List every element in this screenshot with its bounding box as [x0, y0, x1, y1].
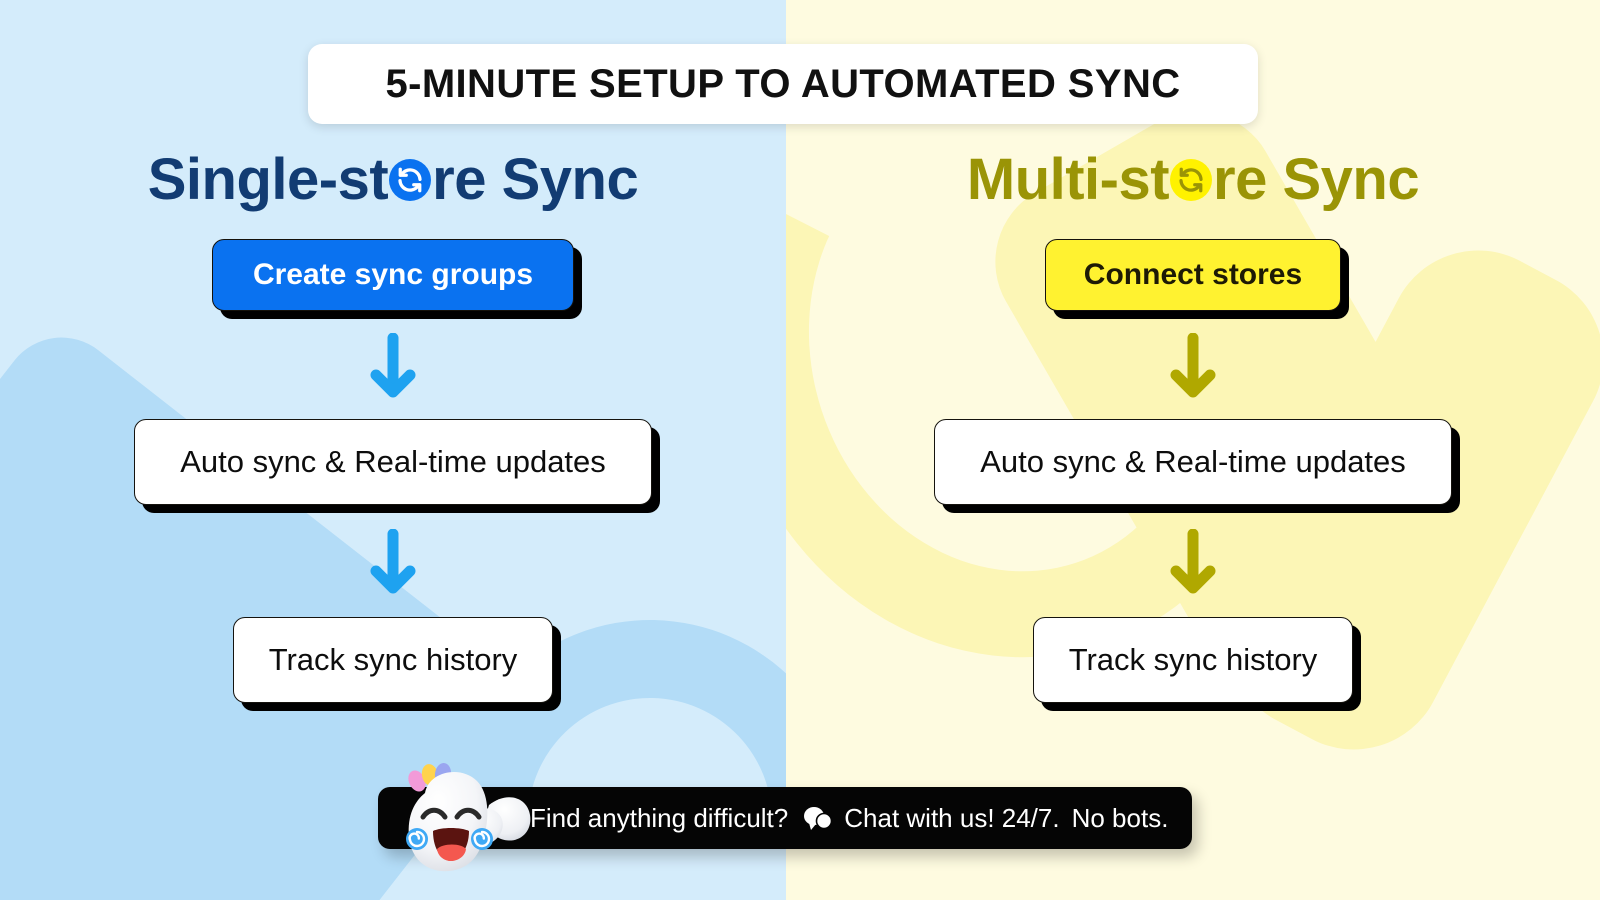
create-sync-groups-button[interactable]: Create sync groups: [212, 238, 574, 311]
step-card-auto-sync-left[interactable]: Auto sync & Real-time updates: [134, 418, 652, 505]
chat-offer: Chat with us! 24/7.: [844, 802, 1060, 833]
chat-question: Find anything difficult?: [530, 802, 789, 833]
heading-text-before: Single-st: [147, 147, 389, 212]
column-heading-single-store: Single-st re Sync: [147, 147, 639, 212]
sync-icon: [1170, 159, 1213, 202]
arrow-down-icon: [1170, 528, 1216, 594]
arrow-down-icon: [370, 332, 416, 398]
step-card-auto-sync-right[interactable]: Auto sync & Real-time updates: [934, 418, 1452, 505]
step-card-track-history-left[interactable]: Track sync history: [233, 616, 553, 703]
step-card-label: Auto sync & Real-time updates: [980, 443, 1406, 479]
chat-bubbles-icon: [802, 805, 833, 831]
step-card-track-history-right[interactable]: Track sync history: [1033, 616, 1353, 703]
column-heading-multi-store: Multi-st re Sync: [966, 147, 1420, 212]
sync-icon: [389, 159, 432, 202]
column-single-store: Single-st re Sync Create sync groups Aut…: [0, 147, 786, 703]
connect-stores-label: Connect stores: [1083, 257, 1303, 291]
chat-support-banner[interactable]: Find anything difficult? Chat with us! 2…: [378, 787, 1192, 849]
heading-text-before: Multi-st: [966, 147, 1170, 212]
column-multi-store: Multi-st re Sync Connect stores Auto syn…: [786, 147, 1600, 703]
chat-note: No bots.: [1071, 802, 1169, 833]
step-card-label: Track sync history: [268, 641, 518, 677]
chat-banner-text: Find anything difficult? Chat with us! 2…: [530, 803, 1168, 834]
arrow-down-icon: [370, 528, 416, 594]
step-card-label: Auto sync & Real-time updates: [180, 443, 606, 479]
connect-stores-button[interactable]: Connect stores: [1045, 238, 1341, 311]
arrow-down-icon: [1170, 332, 1216, 398]
step-card-label: Track sync history: [1068, 641, 1318, 677]
title-banner: 5-MINUTE SETUP TO AUTOMATED SYNC: [308, 44, 1258, 124]
heading-text-after: re Sync: [1213, 147, 1420, 212]
heading-text-after: re Sync: [432, 147, 639, 212]
page-title: 5-MINUTE SETUP TO AUTOMATED SYNC: [385, 61, 1181, 106]
create-sync-groups-label: Create sync groups: [252, 257, 534, 291]
